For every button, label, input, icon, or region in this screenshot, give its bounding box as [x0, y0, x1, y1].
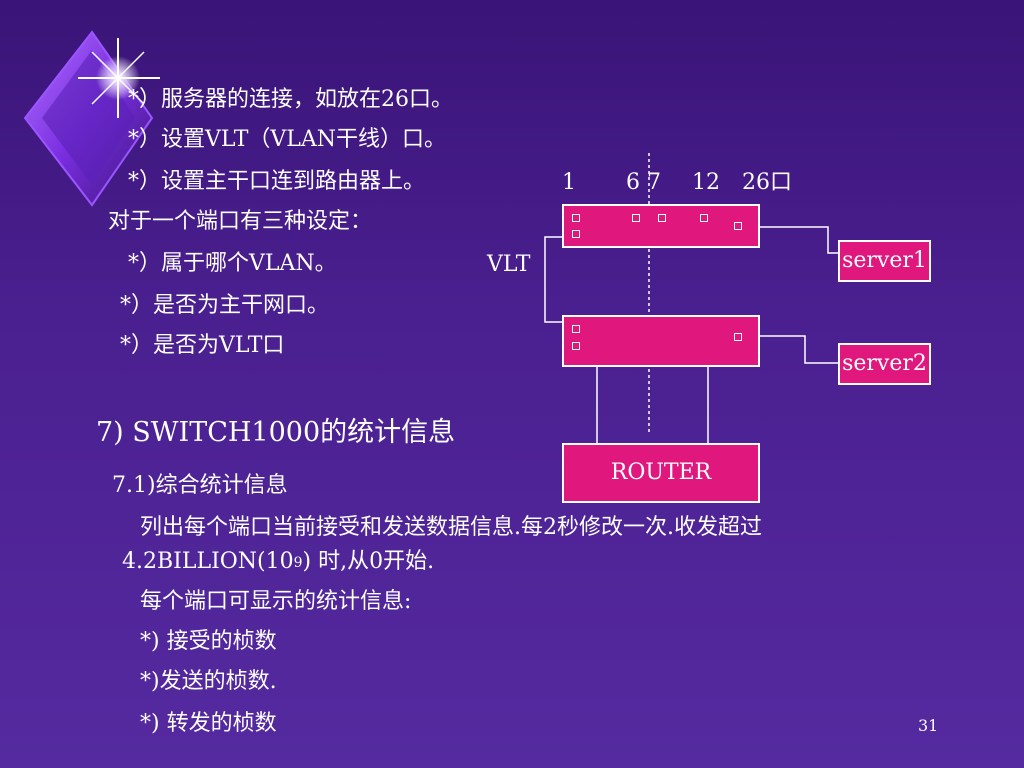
- top-line-2: *）设置VLT（VLAN干线）口。: [128, 127, 447, 152]
- port-icon: [572, 325, 580, 333]
- server2-box: server2: [838, 343, 931, 385]
- page-number: 31: [918, 716, 939, 735]
- port-number-12: 12: [692, 170, 720, 195]
- port-icon: [632, 214, 640, 222]
- port-icon: [734, 333, 742, 341]
- port-setting-1: *）属于哪个VLAN。: [128, 251, 337, 276]
- port-number-26: 26口: [742, 170, 792, 195]
- router-box: ROUTER: [562, 443, 760, 503]
- port-icon: [734, 222, 742, 230]
- port-number-6-7: 6 7: [626, 170, 661, 195]
- port-setting-2: *）是否为主干网口。: [120, 293, 330, 318]
- display-intro: 每个端口可显示的统计信息:: [140, 589, 412, 614]
- port-setting-3: *）是否为VLT口: [120, 333, 285, 358]
- port-icon: [658, 214, 666, 222]
- star-diamond-decoration: [23, 30, 160, 207]
- port-icon: [572, 342, 580, 350]
- port-icon: [572, 214, 580, 222]
- stat-item-3: *) 转发的桢数: [140, 711, 277, 736]
- switch-2-box: [562, 315, 760, 367]
- section-subheading: 7.1)综合统计信息: [112, 473, 288, 498]
- port-icon: [572, 230, 580, 238]
- top-line-1: *）服务器的连接，如放在26口。: [128, 87, 453, 112]
- stats-description-line-2: 4.2BILLION(109) 时,从0开始.: [122, 549, 435, 574]
- port-icon: [700, 214, 708, 222]
- stat-item-1: *) 接受的桢数: [140, 629, 277, 654]
- server1-box: server1: [838, 240, 931, 282]
- port-settings-intro: 对于一个端口有三种设定：: [108, 209, 373, 234]
- section-heading: 7) SWITCH1000的统计信息: [96, 417, 456, 448]
- top-line-3: *）设置主干口连到路由器上。: [128, 169, 426, 194]
- vlt-label: VLT: [487, 252, 531, 277]
- stats-description-line-1: 列出每个端口当前接受和发送数据信息.每2秒修改一次.收发超过: [140, 515, 762, 540]
- port-number-1: 1: [562, 170, 576, 195]
- switch-1-box: [562, 204, 760, 248]
- stat-item-2: *)发送的桢数.: [140, 669, 277, 694]
